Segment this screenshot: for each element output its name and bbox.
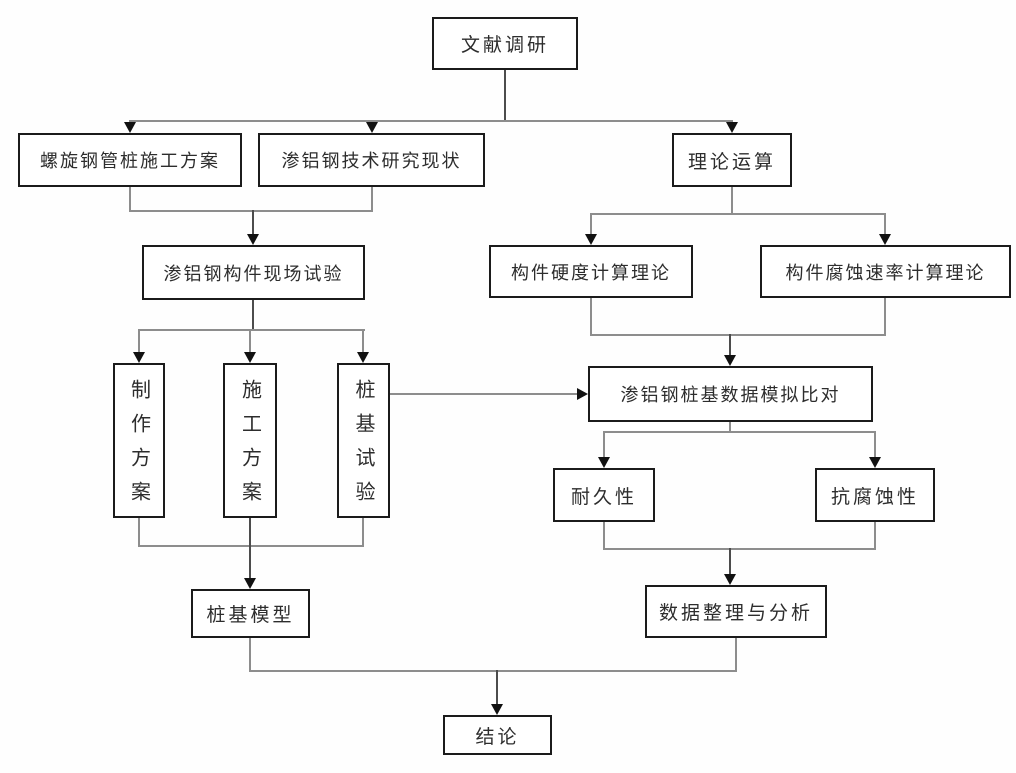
connector-line: [884, 298, 886, 336]
arrow-down-icon: [244, 578, 256, 589]
arrow-down-icon: [598, 457, 610, 468]
connector-line: [362, 329, 364, 354]
connector-line: [603, 522, 605, 550]
arrow-down-icon: [366, 122, 378, 133]
connector-line: [729, 422, 731, 433]
node-corrosion-resistance: 抗腐蚀性: [815, 468, 935, 522]
connector-line: [874, 522, 876, 550]
node-spiral-pipe-pile-plan: 螺旋钢管桩施工方案: [18, 133, 242, 187]
node-literature-research: 文献调研: [432, 17, 578, 70]
connector-line: [603, 431, 876, 433]
arrow-down-icon: [491, 704, 503, 715]
arrow-down-icon: [357, 352, 369, 363]
connector-line: [129, 120, 733, 122]
node-pile-test: 桩基试验: [337, 363, 390, 518]
node-conclusion: 结论: [443, 715, 552, 755]
connector-line: [129, 210, 373, 212]
connector-line: [504, 70, 506, 121]
node-durability: 耐久性: [553, 468, 655, 522]
connector-line: [729, 334, 731, 357]
arrow-right-icon: [577, 388, 588, 400]
arrow-down-icon: [133, 352, 145, 363]
connector-line: [390, 393, 578, 395]
arrow-down-icon: [724, 574, 736, 585]
connector-line: [252, 210, 254, 236]
connector-line: [252, 300, 254, 331]
connector-line: [731, 187, 733, 215]
connector-line: [590, 213, 592, 236]
connector-line: [874, 431, 876, 459]
node-data-analysis: 数据整理与分析: [645, 585, 827, 638]
connector-line: [362, 518, 364, 547]
arrow-down-icon: [247, 234, 259, 245]
connector-line: [603, 548, 876, 550]
arrow-down-icon: [244, 352, 256, 363]
node-theoretical-calculation: 理论运算: [672, 133, 792, 187]
arrow-down-icon: [879, 234, 891, 245]
node-construction-plan: 施工方案: [223, 363, 277, 518]
connector-line: [138, 545, 364, 547]
node-field-test: 渗铝钢构件现场试验: [142, 245, 365, 300]
connector-line: [496, 670, 498, 706]
connector-line: [371, 187, 373, 212]
node-fabrication-plan: 制作方案: [113, 363, 165, 518]
node-pile-model: 桩基模型: [191, 589, 310, 638]
connector-line: [249, 670, 737, 672]
node-data-simulation-comparison: 渗铝钢桩基数据模拟比对: [588, 366, 873, 422]
connector-line: [735, 638, 737, 672]
connector-line: [884, 213, 886, 236]
connector-line: [249, 518, 251, 580]
connector-line: [590, 334, 886, 336]
connector-line: [138, 329, 365, 331]
connector-line: [590, 213, 886, 215]
connector-line: [590, 298, 592, 336]
arrow-down-icon: [124, 122, 136, 133]
connector-line: [138, 329, 140, 354]
node-corrosion-rate-theory: 构件腐蚀速率计算理论: [760, 245, 1011, 298]
connector-line: [249, 329, 251, 354]
arrow-down-icon: [869, 457, 881, 468]
connector-line: [138, 518, 140, 547]
connector-line: [249, 638, 251, 672]
connector-line: [729, 548, 731, 576]
arrow-down-icon: [726, 122, 738, 133]
node-aluminized-steel-status: 渗铝钢技术研究现状: [258, 133, 485, 187]
connector-line: [129, 187, 131, 212]
arrow-down-icon: [585, 234, 597, 245]
arrow-down-icon: [724, 355, 736, 366]
node-hardness-theory: 构件硬度计算理论: [489, 245, 693, 298]
connector-line: [603, 431, 605, 459]
